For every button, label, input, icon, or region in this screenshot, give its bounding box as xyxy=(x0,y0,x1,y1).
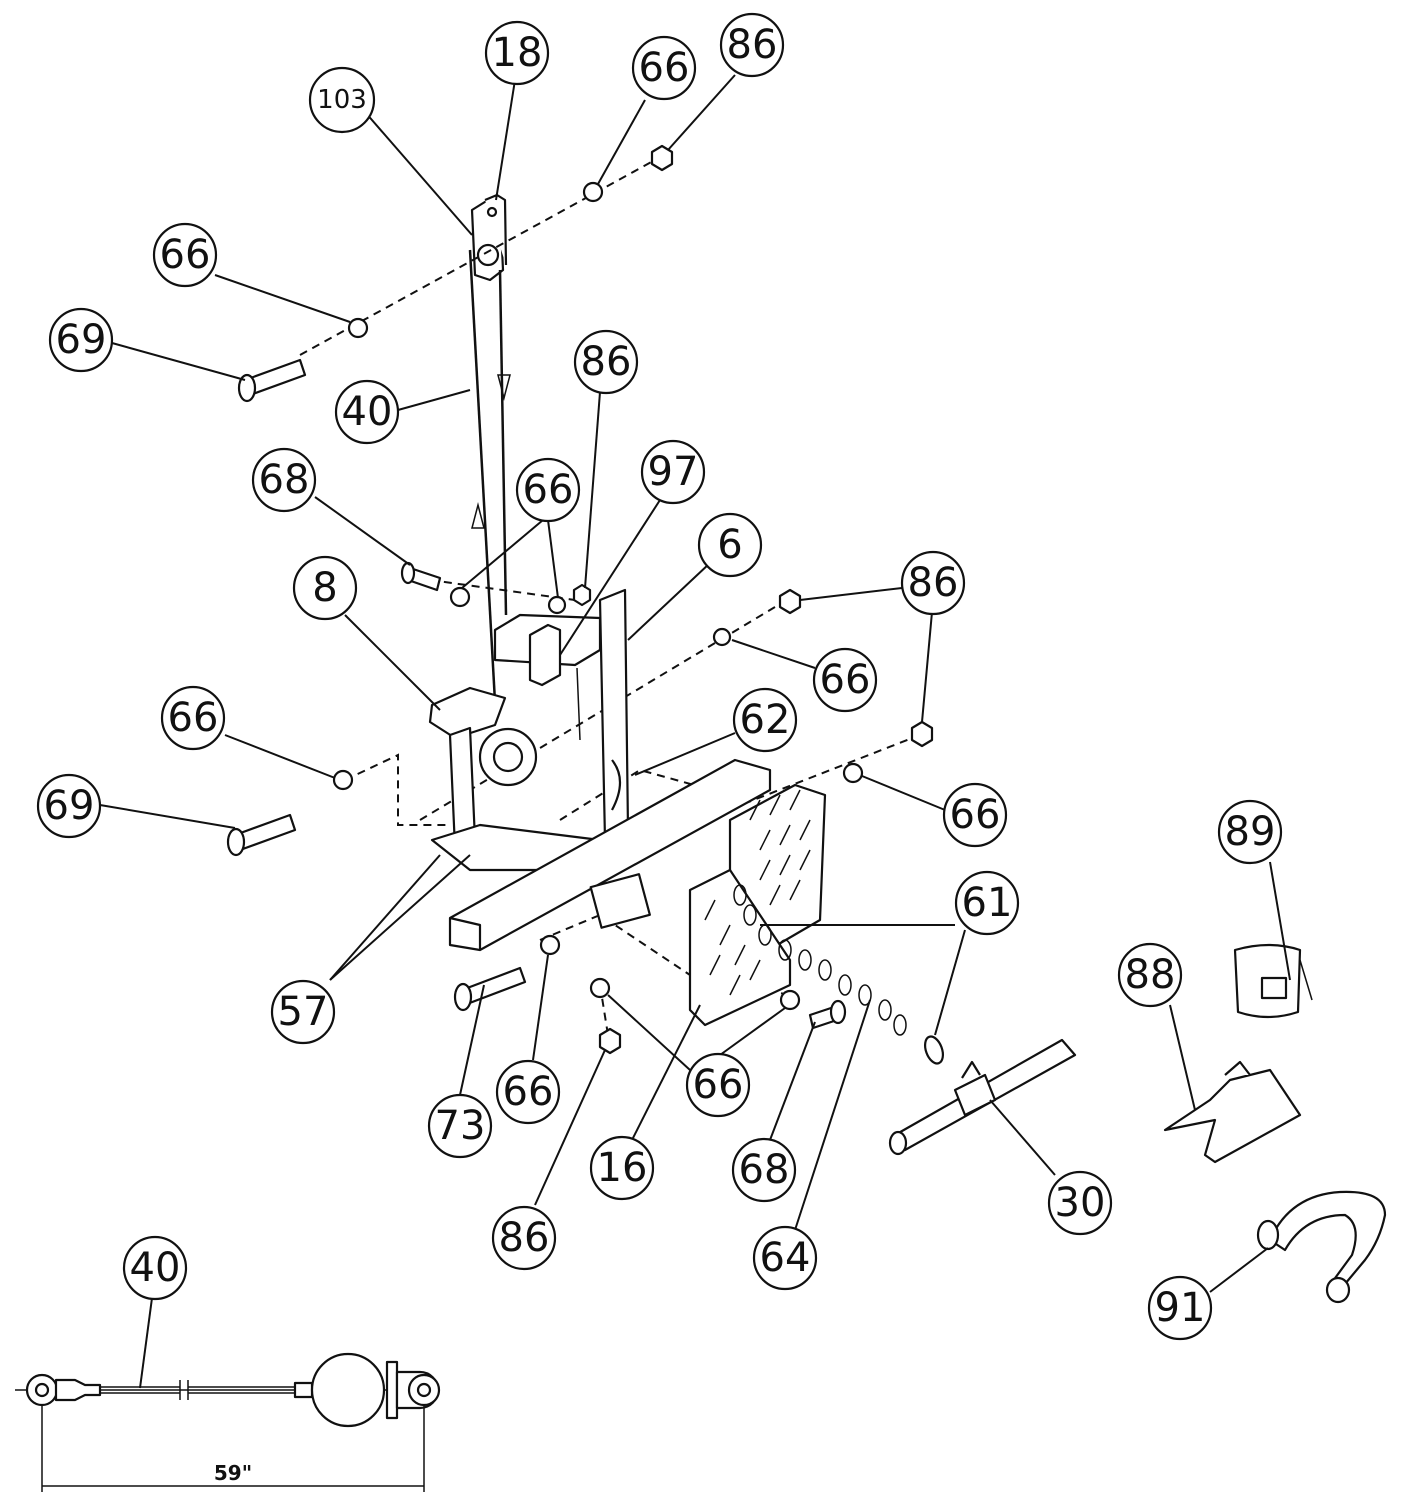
callout-66-left: 66 xyxy=(160,685,226,751)
callout-91: 91 xyxy=(1147,1275,1213,1341)
callout-103: 103 xyxy=(308,66,376,134)
callout-40-detail: 40 xyxy=(122,1235,188,1301)
callout-69-lower: 69 xyxy=(36,773,102,839)
callout-68-lower: 68 xyxy=(731,1137,797,1203)
svg-text:40: 40 xyxy=(130,1245,181,1291)
svg-text:66: 66 xyxy=(693,1062,744,1108)
callout-97: 97 xyxy=(640,439,706,505)
svg-text:69: 69 xyxy=(44,783,95,829)
svg-text:86: 86 xyxy=(499,1215,550,1261)
callout-68-upper: 68 xyxy=(251,447,317,513)
cable-runs xyxy=(468,249,511,721)
callout-88: 88 xyxy=(1117,942,1183,1008)
callout-62: 62 xyxy=(732,687,798,753)
svg-text:66: 66 xyxy=(168,695,219,741)
base-tube xyxy=(430,758,772,952)
svg-text:88: 88 xyxy=(1125,952,1176,998)
callout-30: 30 xyxy=(1047,1170,1113,1236)
callout-6: 6 xyxy=(697,512,763,578)
svg-text:89: 89 xyxy=(1225,809,1276,855)
svg-text:6: 6 xyxy=(717,522,742,568)
svg-text:61: 61 xyxy=(962,880,1013,926)
chain xyxy=(733,884,945,1065)
cable-detail-drawing: 59" xyxy=(15,1352,441,1492)
callout-73: 73 xyxy=(427,1093,493,1159)
svg-text:91: 91 xyxy=(1155,1285,1206,1331)
leader-lines xyxy=(99,74,1291,1389)
svg-text:103: 103 xyxy=(317,85,367,115)
svg-text:86: 86 xyxy=(908,560,959,606)
callout-66-right: 66 xyxy=(812,647,878,713)
svg-text:57: 57 xyxy=(278,989,329,1035)
svg-text:69: 69 xyxy=(56,317,107,363)
svg-text:86: 86 xyxy=(727,22,778,68)
svg-text:66: 66 xyxy=(639,45,690,91)
svg-text:68: 68 xyxy=(739,1147,790,1193)
callout-66-top: 66 xyxy=(631,35,697,101)
callout-66-lower-right: 66 xyxy=(942,782,1008,848)
callout-40-cable: 40 xyxy=(334,379,400,445)
svg-text:66: 66 xyxy=(950,792,1001,838)
callout-16: 16 xyxy=(589,1135,655,1201)
callout-66-upper-left: 66 xyxy=(152,222,218,288)
callout-57: 57 xyxy=(270,979,336,1045)
callout-66-bottom: 66 xyxy=(495,1059,561,1125)
svg-text:16: 16 xyxy=(597,1145,648,1191)
callout-69-upper: 69 xyxy=(48,307,114,373)
svg-text:8: 8 xyxy=(312,565,337,611)
svg-text:68: 68 xyxy=(259,457,310,503)
svg-text:97: 97 xyxy=(648,449,699,495)
svg-text:73: 73 xyxy=(435,1103,486,1149)
svg-text:66: 66 xyxy=(820,657,871,703)
callout-66-bottom-center: 66 xyxy=(685,1052,751,1118)
callout-61: 61 xyxy=(954,870,1020,936)
svg-text:30: 30 xyxy=(1055,1180,1106,1226)
cable-length-dimension: 59" xyxy=(214,1461,252,1485)
svg-text:62: 62 xyxy=(740,697,791,743)
svg-text:18: 18 xyxy=(492,30,543,76)
pulley-plate-assembly xyxy=(428,686,622,850)
upper-pulley-bracket xyxy=(470,193,508,282)
callout-66-mid: 66 xyxy=(515,457,581,523)
accessories xyxy=(888,943,1387,1304)
carriage-frame xyxy=(493,588,630,842)
callout-89: 89 xyxy=(1217,799,1283,865)
callout-86-right: 86 xyxy=(900,550,966,616)
callout-8: 8 xyxy=(292,555,358,621)
foot-plate xyxy=(688,783,827,1027)
callout-18: 18 xyxy=(484,20,550,86)
callout-64: 64 xyxy=(752,1225,818,1291)
svg-text:66: 66 xyxy=(503,1069,554,1115)
callout-86-mid: 86 xyxy=(573,329,639,395)
callout-86-top: 86 xyxy=(719,12,785,78)
svg-text:66: 66 xyxy=(523,467,574,513)
svg-text:64: 64 xyxy=(760,1235,811,1281)
callout-86-bottom: 86 xyxy=(491,1205,557,1271)
svg-text:40: 40 xyxy=(342,389,393,435)
svg-text:66: 66 xyxy=(160,232,211,278)
svg-text:86: 86 xyxy=(581,339,632,385)
hardware xyxy=(226,144,934,1055)
